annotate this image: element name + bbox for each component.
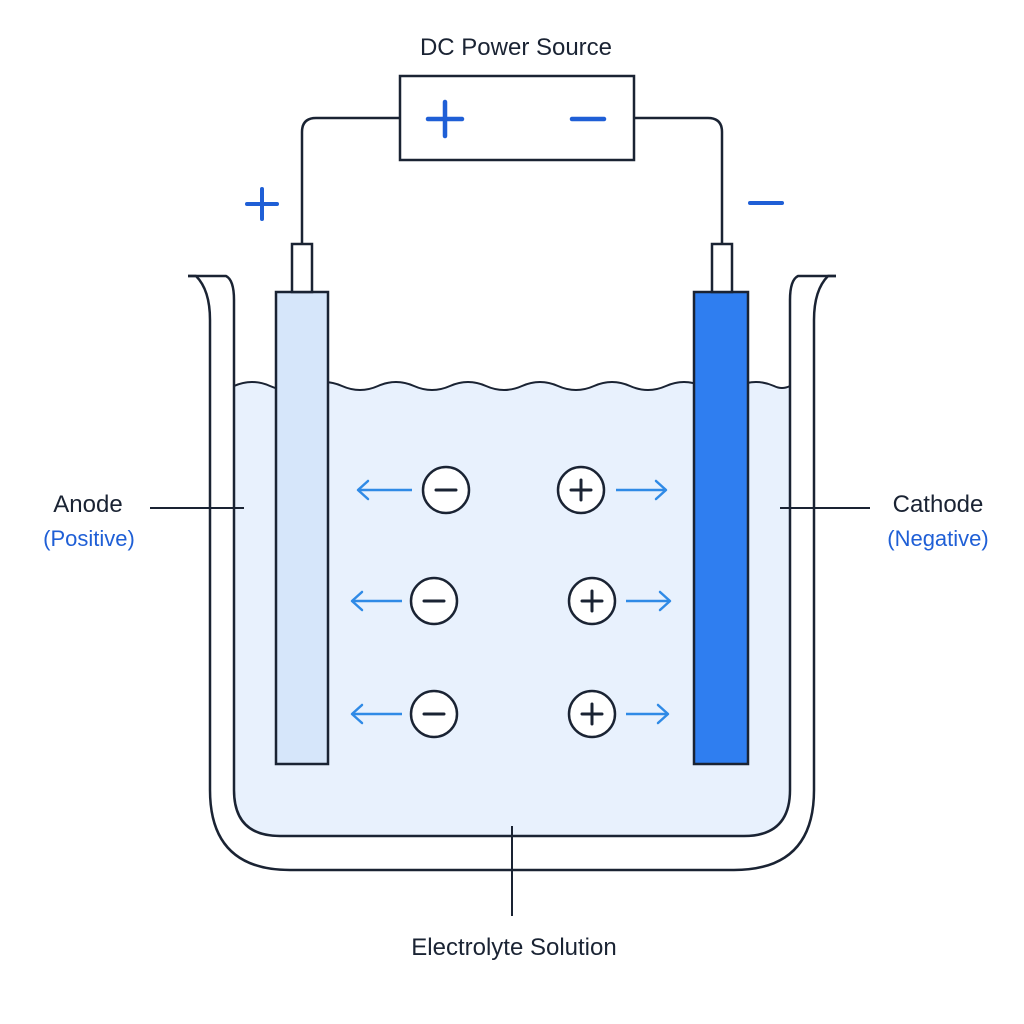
anode-label: Anode bbox=[53, 491, 123, 518]
anode-terminal-plus-icon bbox=[245, 187, 279, 221]
cathode-electrode bbox=[692, 290, 750, 766]
cathode-wire bbox=[634, 116, 724, 244]
cation bbox=[556, 465, 668, 515]
cathode-polarity-label: (Negative) bbox=[887, 526, 989, 551]
cathode-label: Cathode bbox=[892, 491, 984, 518]
power-source-plus-icon bbox=[425, 99, 465, 139]
anion bbox=[356, 465, 471, 515]
anion bbox=[350, 576, 459, 626]
power-source-title: DC Power Source bbox=[419, 34, 613, 61]
anode-polarity-label: (Positive) bbox=[43, 526, 135, 551]
anion bbox=[350, 689, 459, 739]
anode-connector bbox=[290, 242, 314, 294]
anode-electrode bbox=[274, 290, 330, 766]
cathode-connector bbox=[710, 242, 734, 294]
cation bbox=[567, 689, 670, 739]
cation bbox=[567, 576, 672, 626]
anode-wire bbox=[300, 116, 400, 244]
electrolyte-label: Electrolyte Solution bbox=[411, 934, 617, 961]
electrolyte-fill bbox=[234, 382, 790, 836]
